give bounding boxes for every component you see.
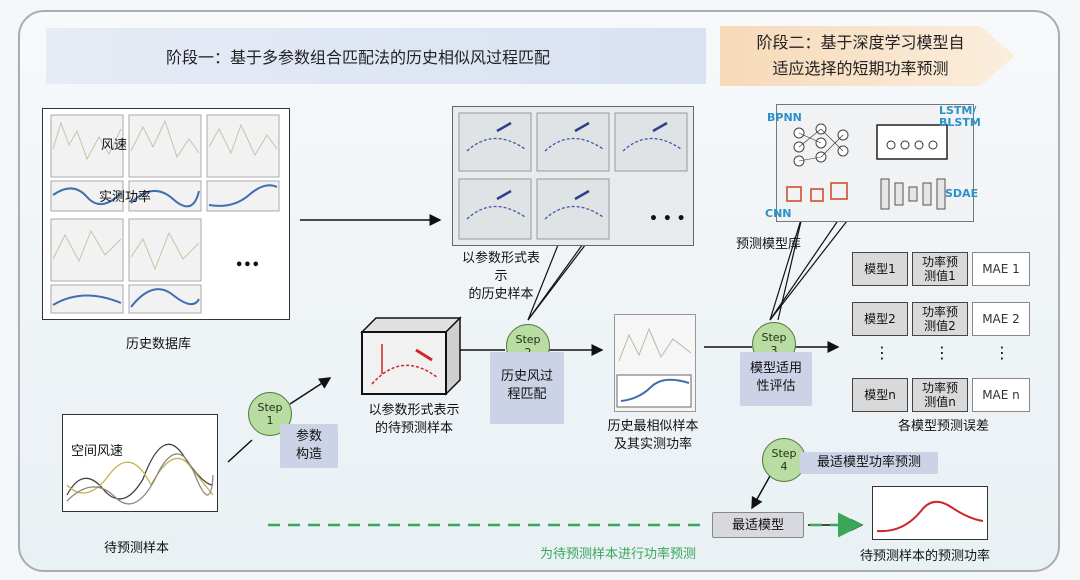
param-history-caption-line2: 的历史样本 [468, 287, 534, 302]
history-match-line2: 程匹配 [507, 387, 547, 402]
param-construct-line2: 构造 [295, 447, 322, 462]
step-3-label: Step [761, 331, 787, 344]
stage-one-title: 阶段一：基于多参数组合匹配法的历史相似风过程匹配 [166, 48, 551, 67]
model-library-caption: 预测模型库 [736, 237, 802, 252]
spatial-wind-speed-label: 空间风速 [71, 444, 124, 459]
sample-wind-curves [66, 443, 214, 505]
vdots-1: ⋮ [874, 343, 890, 362]
best-model-predict-tag: 最适模型功率预测 [800, 452, 938, 474]
final-prediction-panel [872, 486, 988, 540]
final-prediction-caption: 待预测样本的预测功率 [860, 549, 991, 564]
model-eval-tag: 模型适用 性评估 [740, 352, 812, 406]
lstm-label-line2: BLSTM [939, 116, 981, 129]
model-errors-caption: 各模型预测误差 [898, 419, 990, 434]
model-1-pred-line2: 测值1 [924, 269, 956, 283]
stage-two-title-line1: 阶段二：基于深度学习模型自 [756, 33, 965, 52]
step-2-label: Step [515, 333, 541, 346]
history-database-caption: 历史数据库 [126, 337, 192, 352]
similar-sample-panel [614, 314, 696, 412]
sdae-label: SDAE [945, 187, 979, 200]
similar-sample-caption-line2: 及其实测功率 [613, 437, 692, 452]
model-n-pred-line1: 功率预 [921, 381, 958, 395]
history-match-line1: 历史风过 [500, 369, 553, 384]
model-2-box: 模型2 [852, 302, 908, 336]
model-1-box: 模型1 [852, 252, 908, 286]
stage-one-banner: 阶段一：基于多参数组合匹配法的历史相似风过程匹配 [46, 28, 706, 84]
param-sample-caption-line2: 的待预测样本 [374, 421, 453, 436]
lstm-label: LSTM/ BLSTM [939, 105, 981, 129]
model-2-pred-box: 功率预测值2 [912, 302, 968, 336]
similar-sample-caption: 历史最相似样本 及其实测功率 [598, 418, 708, 454]
wind-speed-label: 风速 [101, 138, 128, 153]
model-eval-line2: 性评估 [756, 379, 796, 394]
model-1-pred-line1: 功率预 [921, 255, 958, 269]
vdots-3: ⋮ [994, 343, 1010, 362]
bpnn-label: BPNN [767, 111, 802, 124]
similar-sample-curves [616, 327, 692, 408]
sample-panel: 空间风速 [62, 414, 218, 512]
sample-caption: 待预测样本 [104, 541, 170, 556]
param-construct-tag: 参数 构造 [280, 424, 338, 468]
history-match-tag: 历史风过 程匹配 [490, 352, 564, 424]
stage-two-banner: 阶段二：基于深度学习模型自 适应选择的短期功率预测 [720, 20, 1020, 90]
best-model-tag: 最适模型 [712, 512, 804, 538]
stage-two-arrow-shape [720, 26, 1015, 86]
model-2-mae-box: MAE 2 [972, 302, 1030, 336]
model-1-pred-box: 功率预测值1 [912, 252, 968, 286]
param-history-caption: 以参数形式表示 的历史样本 [456, 250, 546, 304]
model-library-figures [786, 123, 948, 210]
model-n-box: 模型n [852, 378, 908, 412]
model-2-pred-line2: 测值2 [924, 319, 956, 333]
param-history-panel: • • • [452, 106, 694, 246]
param-sample-caption: 以参数形式表示 的待预测样本 [362, 402, 466, 438]
stage-two-title-line2: 适应选择的短期功率预测 [772, 59, 949, 78]
final-prediction-curve [876, 500, 984, 533]
param-sample-cube [360, 314, 464, 396]
measured-power-label: 实测功率 [99, 190, 152, 205]
vdots-2: ⋮ [934, 343, 950, 362]
history-thumbnails [50, 114, 280, 314]
model-1-mae-box: MAE 1 [972, 252, 1030, 286]
cube-figure [360, 316, 462, 396]
param-construct-line1: 参数 [295, 429, 322, 444]
history-ellipsis: ••• [235, 258, 260, 273]
lstm-label-line1: LSTM/ [939, 104, 977, 117]
step-3-number: 3 [770, 344, 778, 357]
step-1-number: 1 [266, 414, 274, 427]
model-2-pred-line1: 功率预 [921, 305, 958, 319]
step-4-number: 4 [780, 460, 788, 473]
history-database-panel: 风速 实测功率 ••• [42, 108, 290, 320]
model-library-panel: BPNN LSTM/ BLSTM CNN SDAE [765, 104, 981, 222]
param-history-thumbnails: • • • [458, 112, 688, 240]
model-n-pred-box: 功率预测值n [912, 378, 968, 412]
model-n-pred-line2: 测值n [924, 395, 956, 409]
step-1-label: Step [257, 401, 283, 414]
param-history-caption-line1: 以参数形式表示 [461, 251, 540, 284]
model-eval-line1: 模型适用 [749, 361, 802, 376]
similar-sample-caption-line1: 历史最相似样本 [607, 419, 699, 434]
model-n-mae-box: MAE n [972, 378, 1030, 412]
cnn-label: CNN [765, 207, 792, 220]
param-history-ellipsis: • • • [649, 211, 686, 227]
step-4-label: Step [771, 447, 797, 460]
param-sample-caption-line1: 以参数形式表示 [368, 403, 460, 418]
predict-note: 为待预测样本进行功率预测 [540, 547, 697, 562]
